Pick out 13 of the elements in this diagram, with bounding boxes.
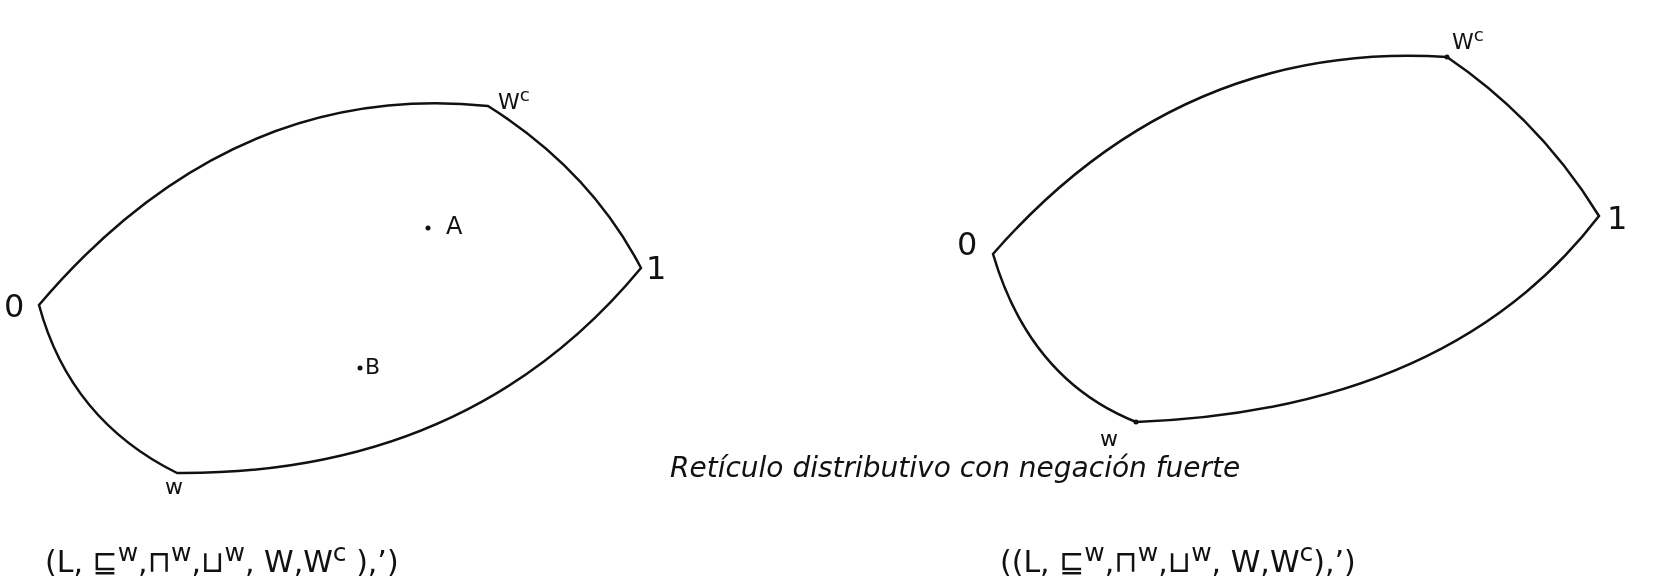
vertex-label: w [165,476,183,498]
diagram-caption: Retículo distributivo con negación fuerte [670,454,1241,482]
formula-text: ((L, ⊑$^{w}$,⊓$^{w}$,⊔$^{w}$, W,W$^{c}$),’) [1000,540,1356,577]
point-label: B [365,356,381,378]
vertex-label: w [1100,428,1118,450]
formula-text: (L, ⊑$^{w}$,⊓$^{w}$,⊔$^{w}$, W,W$^{c}$ ),’) [45,540,399,577]
vertex-label: W$^{c}$ [1452,26,1484,54]
point-label: A [446,214,463,238]
vertex-label: 0 [957,228,978,260]
vertex-label: 1 [646,252,667,284]
vertex-label: W$^{c}$ [498,86,530,114]
vertex-label: 0 [4,290,25,322]
vertex-label: 1 [1607,202,1628,234]
